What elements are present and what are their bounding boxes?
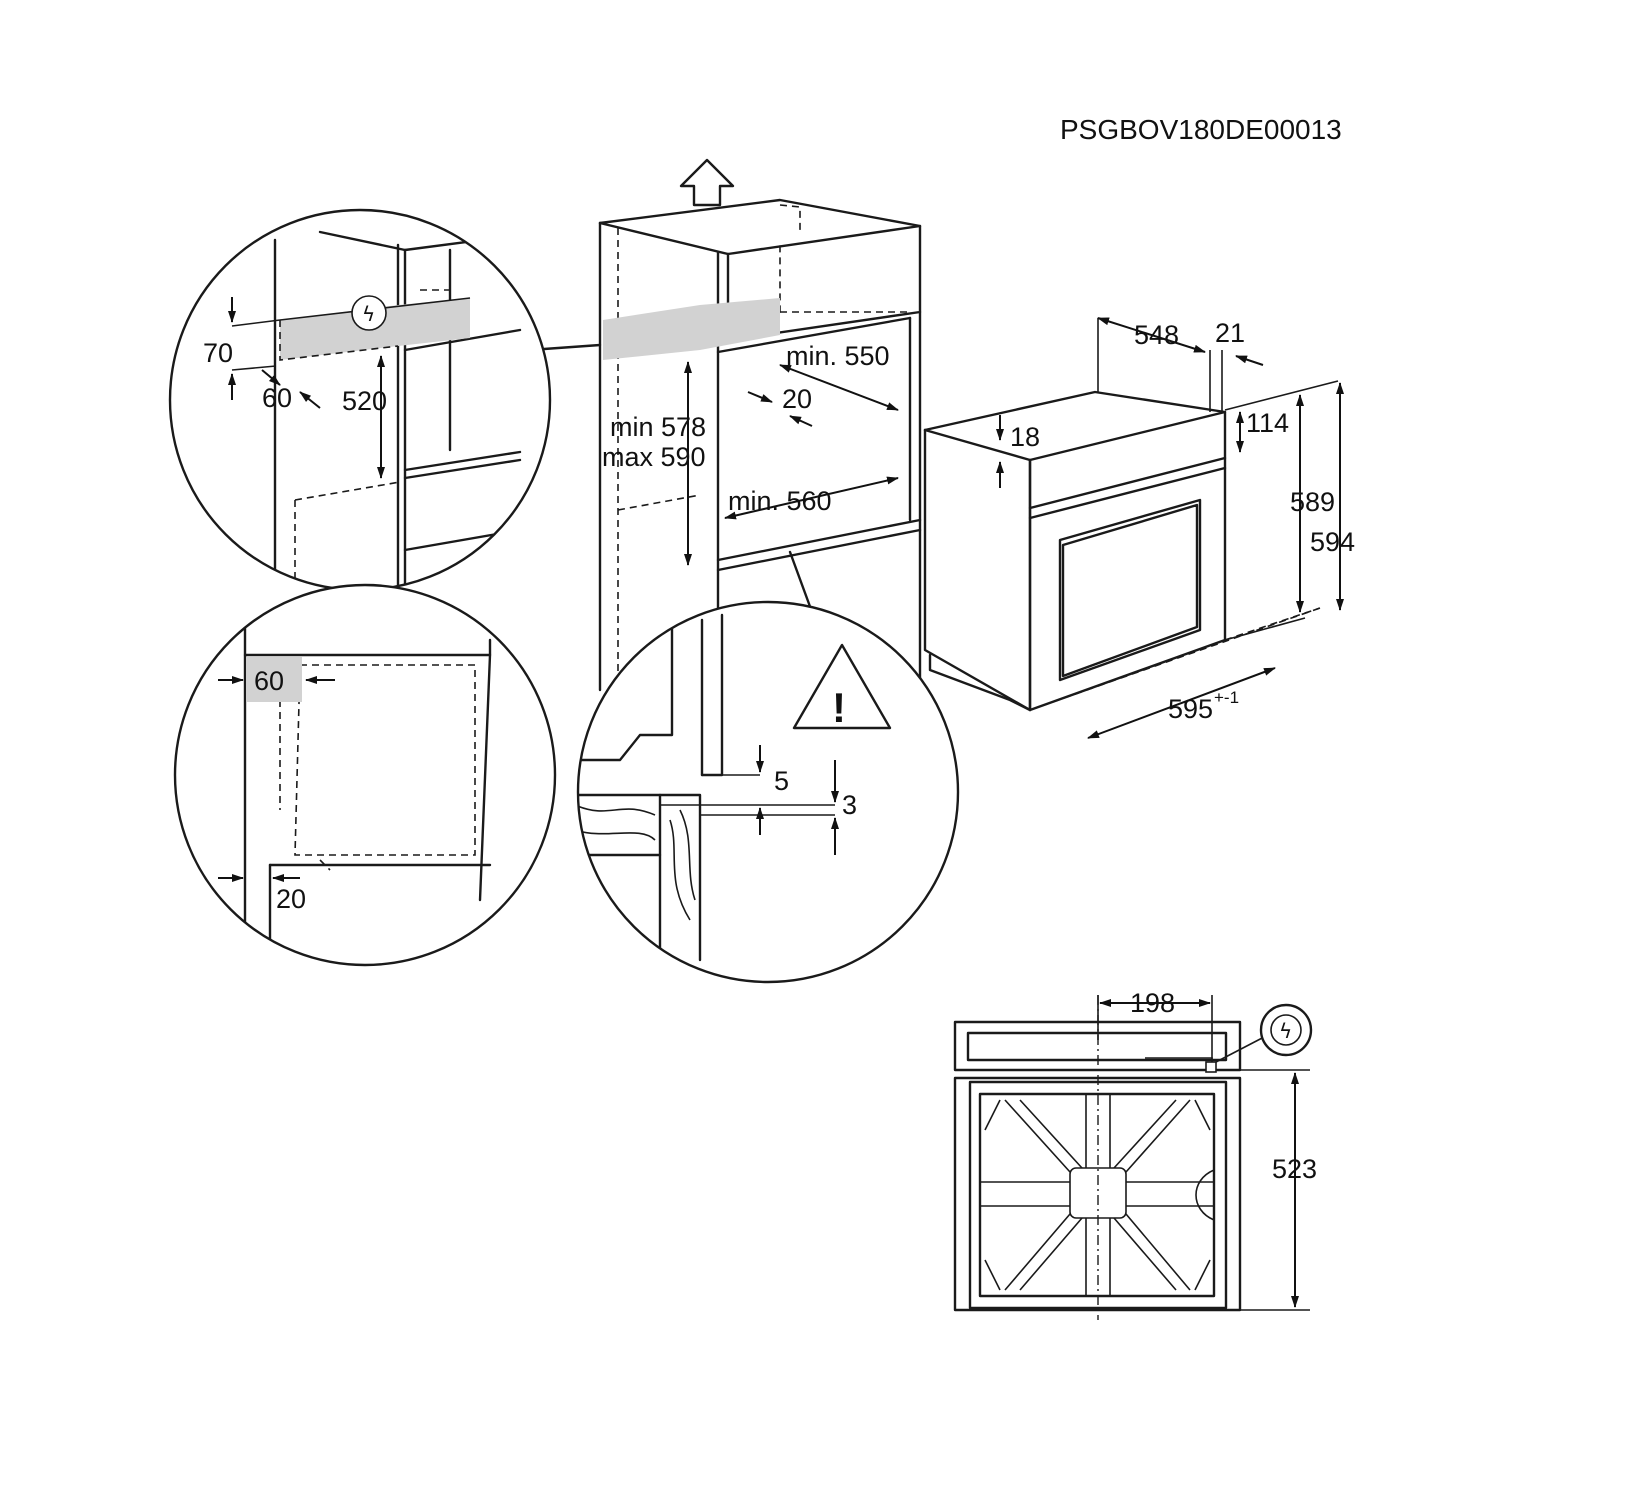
max-590-label: max 590 (602, 442, 706, 472)
gap-60-label: 60 (262, 383, 292, 413)
depth-548-label: 548 (1134, 320, 1179, 350)
warning-glyph: ! (832, 684, 846, 731)
cabinet-drawing: min. 550 20 min 578 max 590 min. 560 (528, 198, 922, 692)
gap-3-label: 3 (842, 790, 857, 820)
height-594-label: 594 (1310, 527, 1355, 557)
top-view-drawing: 198 ϟ 523 (953, 988, 1317, 1320)
height-520-label: 520 (342, 386, 387, 416)
detail-side-circle: 60 20 (173, 583, 557, 967)
reference-code: PSGBOV180DE00013 (1060, 114, 1342, 145)
top-bolt-glyph: ϟ (1279, 1019, 1292, 1043)
gap-21-label: 21 (1215, 318, 1245, 348)
gap-60-side-label: 60 (254, 666, 284, 696)
detail-floor-circle: 5 3 ! (576, 600, 960, 984)
bolt-glyph: ϟ (362, 302, 375, 326)
min-550-label: min. 550 (786, 341, 890, 371)
height-114-label: 114 (1246, 408, 1289, 438)
warning-triangle-icon (792, 643, 892, 730)
up-arrow-icon (679, 158, 735, 207)
gap-18-label: 18 (1010, 422, 1040, 452)
gap-5-label: 5 (774, 766, 789, 796)
oven-drawing: 548 21 114 18 589 594 595 +-1 (923, 317, 1355, 739)
gap-70-label: 70 (203, 338, 233, 368)
gap-20-side-label: 20 (276, 884, 306, 914)
height-589-label: 589 (1290, 487, 1335, 517)
width-595-label: 595 (1168, 694, 1213, 724)
detail-top-circle: ϟ 70 60 520 (168, 208, 552, 592)
min-560-label: min. 560 (728, 486, 832, 516)
gap-20-label: 20 (782, 384, 812, 414)
depth-523-label: 523 (1272, 1154, 1317, 1184)
electric-bolt-icon (1259, 1003, 1313, 1057)
width-595-tolerance: +-1 (1214, 688, 1239, 707)
min-578-label: min 578 (610, 412, 706, 442)
offset-198-label: 198 (1130, 988, 1175, 1018)
electric-bolt-icon (351, 295, 387, 331)
